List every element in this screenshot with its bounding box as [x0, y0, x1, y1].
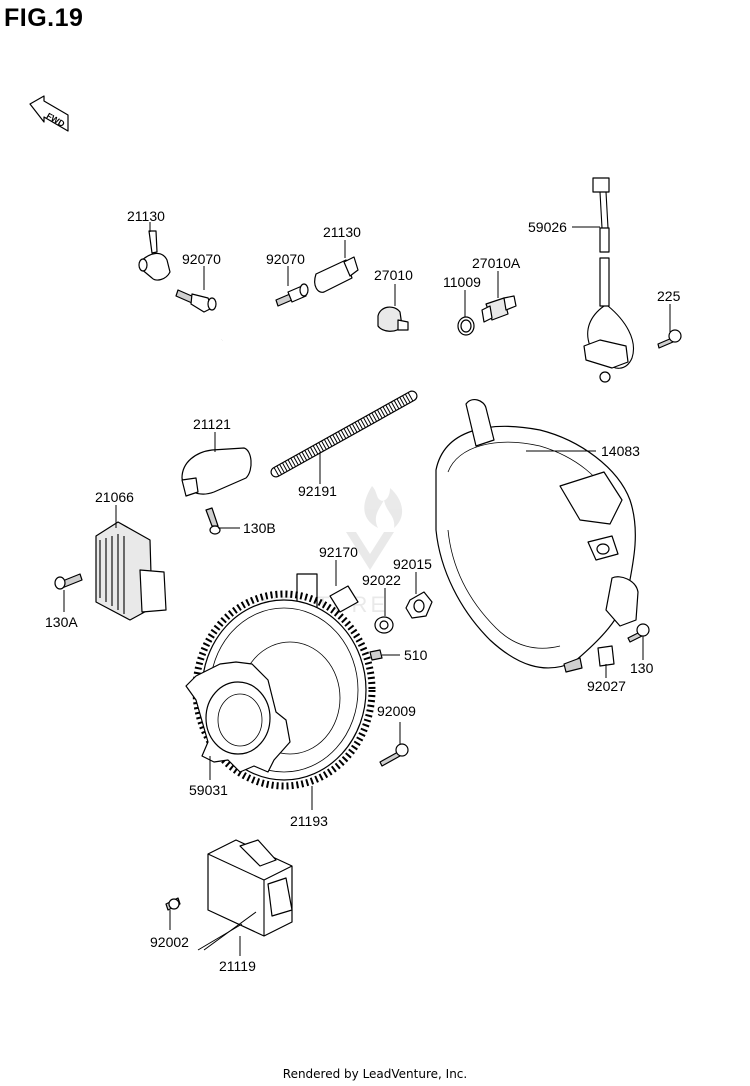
label-92009: 92009	[377, 703, 416, 719]
washer-92022	[374, 616, 394, 634]
switch-27010a	[481, 295, 517, 323]
key-510	[369, 649, 383, 661]
label-92015: 92015	[393, 556, 432, 572]
spark-plug-cap-left	[138, 230, 171, 281]
footer-credit: Rendered by LeadVenture, Inc.	[282, 1067, 468, 1081]
label-130a: 130A	[45, 614, 78, 630]
regulator-21066	[54, 521, 167, 621]
label-27010: 27010	[374, 267, 413, 283]
cdi-unit-21119	[165, 839, 293, 937]
label-21066: 21066	[95, 489, 134, 505]
label-92070-right: 92070	[266, 251, 305, 267]
label-92070-left: 92070	[182, 251, 221, 267]
washer-11009	[457, 316, 475, 336]
bolt-130	[627, 623, 650, 643]
label-130b: 130B	[243, 520, 276, 536]
label-11009: 11009	[443, 274, 481, 290]
label-510: 510	[404, 647, 428, 663]
cover-14083	[435, 399, 639, 673]
bolt-225	[657, 329, 682, 349]
fwd-arrow-icon: FWD	[29, 95, 69, 132]
label-225: 225	[657, 288, 681, 304]
label-92022: 92022	[362, 572, 401, 588]
label-21130-right: 21130	[323, 224, 361, 240]
leader-lines	[63, 222, 671, 956]
label-21193: 21193	[290, 813, 328, 829]
label-92027: 92027	[587, 678, 626, 694]
label-92170: 92170	[319, 544, 358, 560]
figure-title: FIG.19	[4, 4, 84, 32]
switch-27010	[377, 306, 409, 332]
label-92002: 92002	[150, 934, 189, 950]
bolt-92009	[379, 743, 409, 767]
label-14083: 14083	[601, 443, 640, 459]
label-27010a: 27010A	[472, 255, 521, 271]
connector-92070-right	[275, 283, 309, 307]
label-21121: 21121	[193, 416, 231, 432]
connector-92070-left	[175, 289, 217, 313]
label-59026: 59026	[528, 219, 567, 235]
label-59031: 59031	[189, 782, 228, 798]
sensor-59026	[583, 177, 634, 383]
label-21130-left: 21130	[127, 208, 165, 224]
label-130: 130	[630, 660, 654, 676]
pin-92027	[597, 645, 615, 667]
part-labels: 21130 92070 92070 21130 27010 11009 2701…	[45, 208, 681, 974]
label-92191: 92191	[298, 483, 337, 499]
ignition-coil-21121	[181, 338, 298, 535]
rotor-59031	[185, 661, 291, 773]
tube-92191	[270, 390, 418, 478]
nut-92015	[405, 591, 433, 619]
label-21119: 21119	[219, 958, 256, 974]
spark-plug-cap-right	[314, 256, 359, 293]
